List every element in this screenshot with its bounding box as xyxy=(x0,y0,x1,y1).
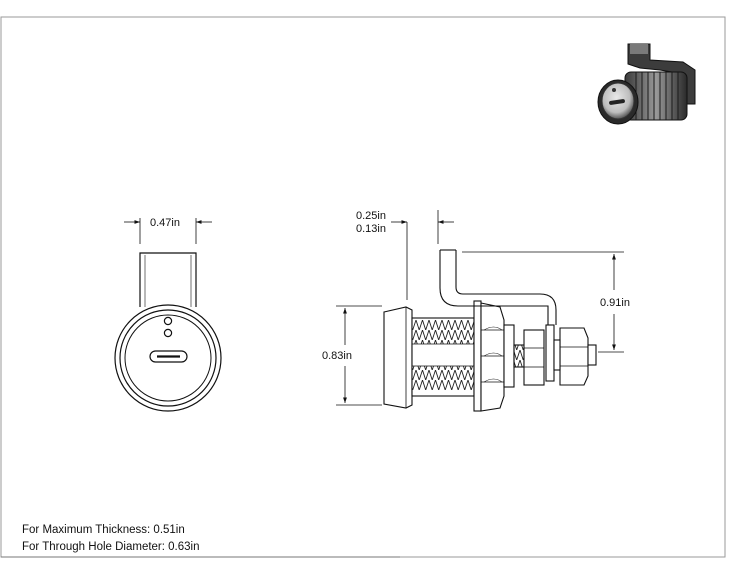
dim-face-height: 0.83in xyxy=(322,305,382,406)
face-height-label: 0.83in xyxy=(322,350,352,362)
front-width-label: 0.47in xyxy=(150,217,180,229)
side-offset-b-label: 0.13in xyxy=(356,223,386,235)
cam-height-label: 0.91in xyxy=(600,297,630,309)
side-offset-a-label: 0.25in xyxy=(356,210,386,222)
side-view xyxy=(383,249,597,412)
note-max-thickness: For Maximum Thickness: 0.51in xyxy=(22,524,185,536)
front-view xyxy=(114,252,222,412)
isometric-lock-thumbnail xyxy=(597,43,696,125)
dim-front-width: 0.47in xyxy=(124,217,212,244)
note-through-hole: For Through Hole Diameter: 0.63in xyxy=(22,541,200,553)
dim-side-offset: 0.25in 0.13in xyxy=(356,210,454,300)
dim-cam-height: 0.91in xyxy=(462,251,630,353)
